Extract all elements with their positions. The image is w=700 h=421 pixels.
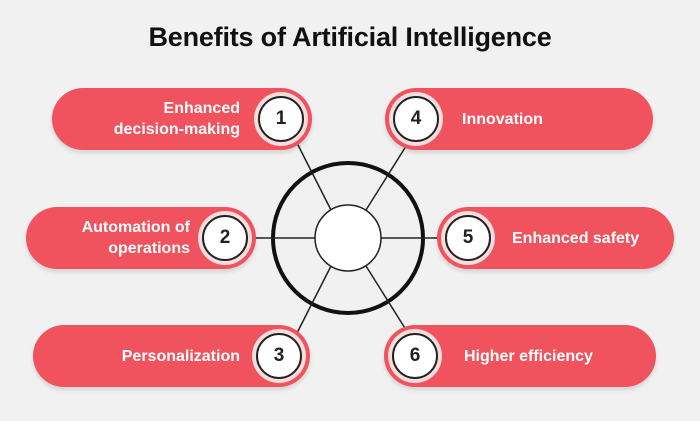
benefit-4-pill: 4 Innovation bbox=[385, 88, 653, 150]
benefit-1-number: 1 bbox=[258, 96, 304, 142]
benefit-6-number: 6 bbox=[392, 333, 438, 379]
benefit-5-number: 5 bbox=[445, 215, 491, 261]
benefit-5-label: Enhanced safety bbox=[512, 229, 640, 247]
benefit-4-label: Innovation bbox=[462, 110, 543, 128]
benefit-3-label: Personalization bbox=[121, 347, 240, 365]
connector-1 bbox=[296, 142, 332, 211]
benefit-6-pill: 6 Higher efficiency bbox=[384, 325, 656, 387]
benefit-3-number: 3 bbox=[256, 333, 302, 379]
benefit-2-label: Automation of operations bbox=[81, 219, 190, 257]
diagram-title: Benefits of Artificial Intelligence bbox=[148, 22, 552, 52]
benefit-3-pill: Personalization 3 bbox=[33, 325, 310, 387]
connector-4 bbox=[365, 142, 409, 211]
benefit-2-number: 2 bbox=[202, 215, 248, 261]
benefit-6-label: Higher efficiency bbox=[464, 347, 593, 365]
connector-3 bbox=[296, 265, 332, 334]
connector-6 bbox=[365, 265, 409, 334]
benefit-2-pill: Automation of operations 2 bbox=[26, 207, 256, 269]
benefit-1-label: Enhanced decision-making bbox=[113, 100, 240, 138]
benefit-4-number: 4 bbox=[393, 96, 439, 142]
benefit-5-pill: 5 Enhanced safety bbox=[437, 207, 674, 269]
benefit-1-pill: Enhanced decision-making 1 bbox=[52, 88, 312, 150]
inner-hub bbox=[314, 204, 382, 272]
